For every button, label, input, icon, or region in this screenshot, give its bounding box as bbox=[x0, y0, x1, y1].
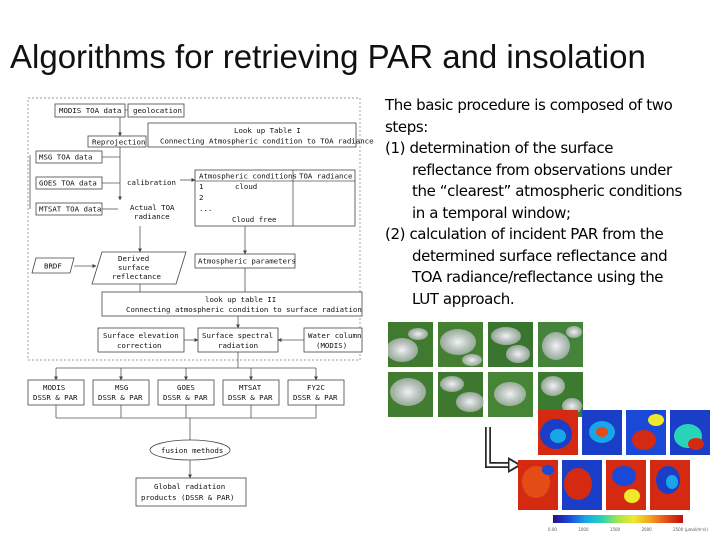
derived-reflectance-box bbox=[91, 251, 187, 285]
item-2-text: calculation of incident PAR from the det… bbox=[409, 225, 668, 308]
colorbar-ticks: 0.00 1000 1500 2000 2500 (µmol/m²/s) bbox=[548, 527, 708, 532]
satellite-tile-4 bbox=[538, 322, 583, 367]
derived-line1: Derived bbox=[118, 254, 149, 263]
product-goes-line1: GOES bbox=[177, 383, 195, 392]
satellite-tile-7 bbox=[488, 372, 533, 417]
row1-value: cloud bbox=[235, 182, 257, 191]
par-map-5 bbox=[518, 460, 558, 510]
global-line2: products (DSSR & PAR) bbox=[141, 493, 234, 502]
satellite-tile-2 bbox=[438, 322, 483, 367]
surface-spectral-line1: Surface spectral bbox=[202, 331, 273, 340]
actual-toa-line1: Actual TOA bbox=[130, 203, 175, 212]
mtsat-toa-label: MTSAT TOA data bbox=[39, 205, 101, 214]
satellite-tile-3 bbox=[488, 322, 533, 367]
lut1-title: Look up Table I bbox=[234, 126, 301, 135]
colorbar-tick-5: 2500 (µmol/m²/s) bbox=[673, 527, 708, 532]
description-intro: The basic procedure is composed of two s… bbox=[385, 96, 673, 136]
product-fy2c-line2: DSSR & PAR bbox=[293, 393, 338, 402]
row2-index: 2 bbox=[199, 193, 203, 202]
fusion-methods-label: fusion methods bbox=[161, 446, 223, 455]
product-fy2c-line1: FY2C bbox=[307, 383, 325, 392]
product-mtsat-line1: MTSAT bbox=[239, 383, 262, 392]
lut1-box bbox=[147, 122, 357, 148]
colorbar-tick-2: 1000 bbox=[578, 527, 589, 532]
lut2-box bbox=[101, 291, 363, 317]
par-map-1 bbox=[538, 410, 578, 455]
row1-index: 1 bbox=[199, 182, 203, 191]
geolocation-box bbox=[127, 103, 185, 118]
global-radiation-box bbox=[135, 477, 247, 507]
atm-conditions-header: Atmospheric conditions bbox=[199, 172, 297, 181]
product-msg-box bbox=[92, 379, 150, 406]
product-goes-box bbox=[157, 379, 215, 406]
toa-radiance-header: TOA radiance bbox=[299, 172, 353, 181]
surface-elevation-box bbox=[97, 327, 185, 353]
processing-frame bbox=[27, 97, 361, 361]
actual-toa-line2: radiance bbox=[134, 212, 170, 221]
par-map-6 bbox=[562, 460, 602, 510]
par-colorbar bbox=[553, 515, 683, 523]
product-fy2c-box bbox=[287, 379, 345, 406]
calibration-label: calibration bbox=[127, 178, 176, 187]
par-maps bbox=[518, 410, 710, 510]
colorbar-tick-3: 1500 bbox=[609, 527, 621, 532]
colorbar-tick-1: 0.00 bbox=[548, 527, 557, 532]
lut2-title: look up table II bbox=[205, 295, 276, 304]
derived-line2: surface bbox=[118, 263, 150, 272]
modis-toa-box bbox=[54, 103, 126, 118]
surface-elevation-line1: Surface elevation bbox=[103, 331, 179, 340]
water-column-line1: Water column bbox=[308, 331, 361, 340]
product-msg-line1: MSG bbox=[115, 383, 128, 392]
item-2-number: (2) bbox=[385, 225, 406, 243]
description-item-2: (2) calculation of incident PAR from the… bbox=[385, 224, 685, 310]
par-map-8 bbox=[650, 460, 690, 510]
description-item-1: (1) determination of the surface reflect… bbox=[385, 138, 685, 224]
item-1-number: (1) bbox=[385, 139, 406, 157]
surface-elevation-line2: correction bbox=[117, 341, 162, 350]
algorithm-flowchart: MODIS TOA data geolocation Reprojection … bbox=[27, 97, 374, 507]
row-more: ... bbox=[199, 204, 212, 213]
item-1-text: determination of the surface reflectance… bbox=[409, 139, 682, 222]
goes-toa-label: GOES TOA data bbox=[39, 179, 97, 188]
satellite-images bbox=[388, 322, 583, 417]
product-modis-line2: DSSR & PAR bbox=[33, 393, 78, 402]
product-goes-line2: DSSR & PAR bbox=[163, 393, 208, 402]
global-line1: Global radiation bbox=[154, 482, 225, 491]
atmospheric-table bbox=[194, 169, 356, 227]
brdf-label: BRDF bbox=[44, 262, 62, 271]
water-column-line2: (MODIS) bbox=[316, 341, 347, 350]
satellite-tile-1 bbox=[388, 322, 433, 367]
colorbar-tick-4: 2000 bbox=[641, 527, 652, 532]
par-map-3 bbox=[626, 410, 666, 455]
modis-toa-label: MODIS TOA data bbox=[59, 106, 121, 115]
par-map-2 bbox=[582, 410, 622, 455]
product-modis-line1: MODIS bbox=[43, 383, 65, 392]
par-map-7 bbox=[606, 460, 646, 510]
product-mtsat-box bbox=[222, 379, 280, 406]
brdf-box bbox=[31, 257, 75, 274]
lut1-subtitle: Connecting Atmospheric condition to TOA … bbox=[160, 137, 374, 146]
msg-toa-label: MSG TOA data bbox=[39, 153, 92, 162]
product-msg-line2: DSSR & PAR bbox=[98, 393, 143, 402]
reprojection-label: Reprojection bbox=[92, 138, 145, 147]
derived-line3: reflectance bbox=[112, 272, 161, 281]
product-mtsat-line2: DSSR & PAR bbox=[228, 393, 273, 402]
par-map-4 bbox=[670, 410, 710, 455]
description: The basic procedure is composed of two s… bbox=[385, 95, 685, 310]
atm-params-label: Atmospheric parameters bbox=[198, 257, 296, 266]
satellite-tile-5 bbox=[388, 372, 433, 417]
lut2-subtitle: Connecting atmospheric condition to surf… bbox=[126, 305, 362, 314]
cloud-free-label: Cloud free bbox=[232, 215, 277, 224]
reprojection-box bbox=[87, 135, 147, 148]
surface-spectral-line2: radiation bbox=[218, 341, 258, 350]
geolocation-label: geolocation bbox=[133, 106, 182, 115]
slide-title: Algorithms for retrieving PAR and insola… bbox=[10, 38, 646, 75]
bent-arrow-icon bbox=[485, 427, 522, 473]
satellite-tile-6 bbox=[438, 372, 484, 417]
